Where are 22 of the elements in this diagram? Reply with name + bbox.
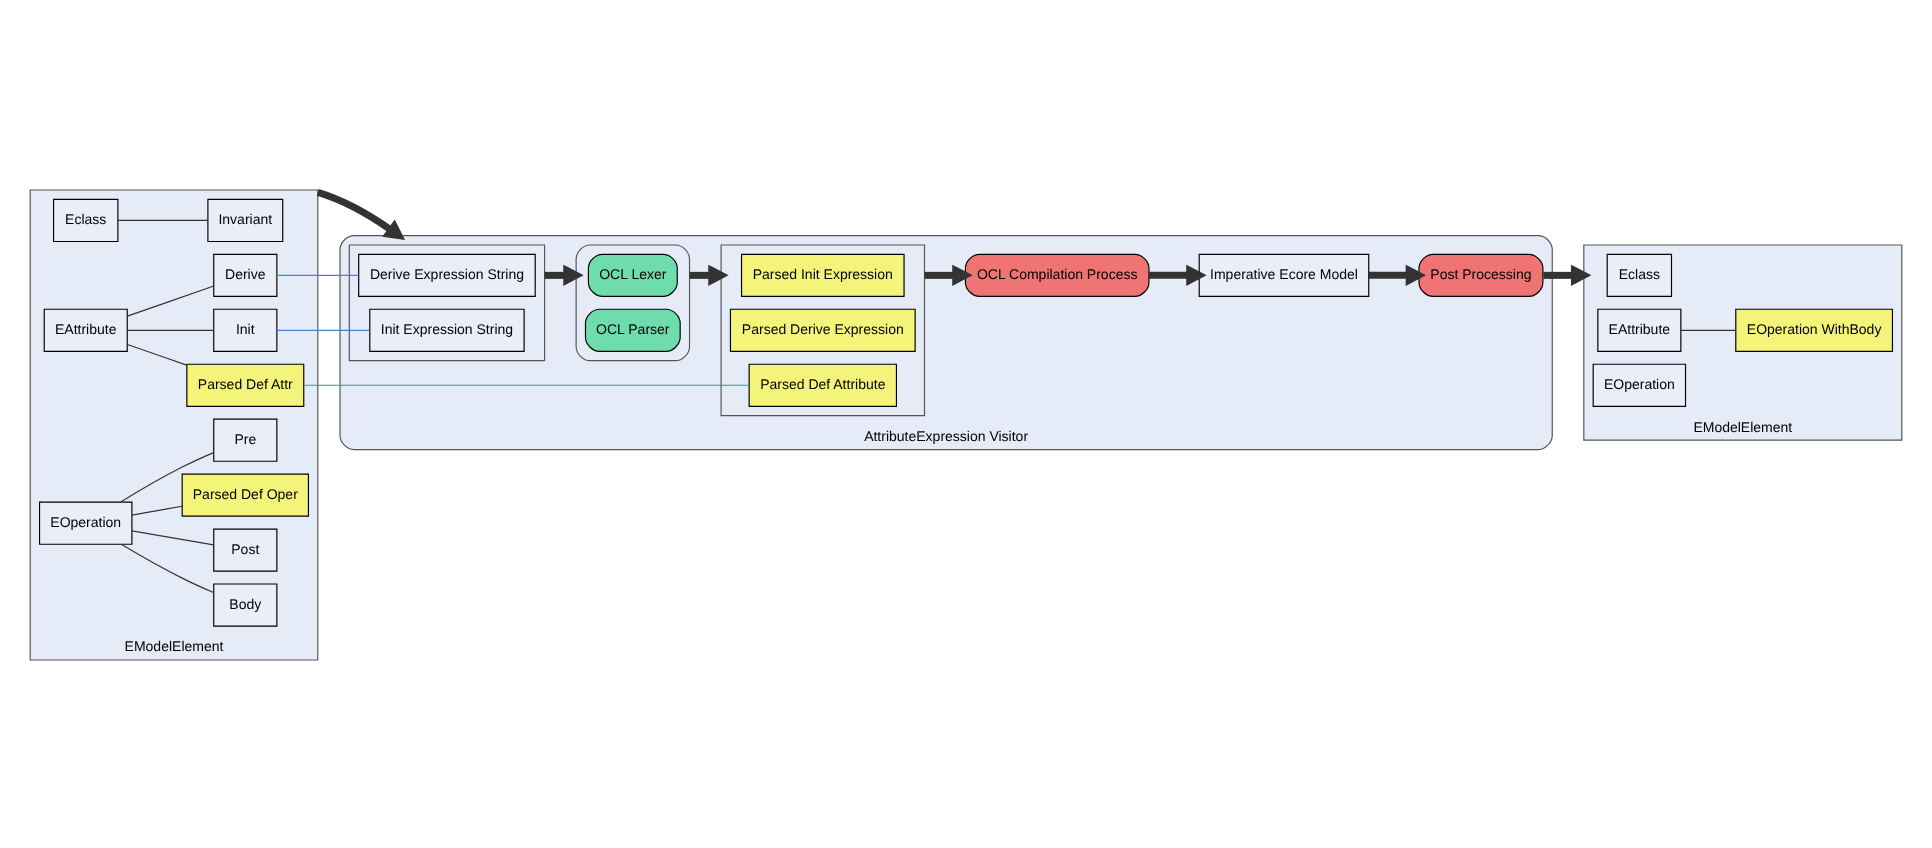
arrow — [316, 188, 406, 239]
cluster — [720, 243, 926, 416]
connector — [120, 451, 215, 502]
connector — [303, 383, 750, 385]
arrow — [924, 263, 973, 286]
connector — [120, 542, 215, 593]
connector — [276, 328, 370, 330]
arrow — [1543, 263, 1592, 286]
connector — [131, 504, 183, 515]
connector — [126, 284, 215, 316]
connector — [276, 273, 360, 275]
connector — [126, 342, 188, 365]
connector — [126, 328, 215, 330]
arrow — [1368, 263, 1427, 286]
cluster — [575, 243, 691, 361]
arrow — [689, 263, 729, 286]
connector — [117, 218, 209, 220]
connector — [131, 529, 215, 545]
arrow — [544, 263, 584, 286]
connector — [1680, 328, 1737, 330]
arrow — [1149, 263, 1207, 286]
cluster — [348, 243, 546, 361]
